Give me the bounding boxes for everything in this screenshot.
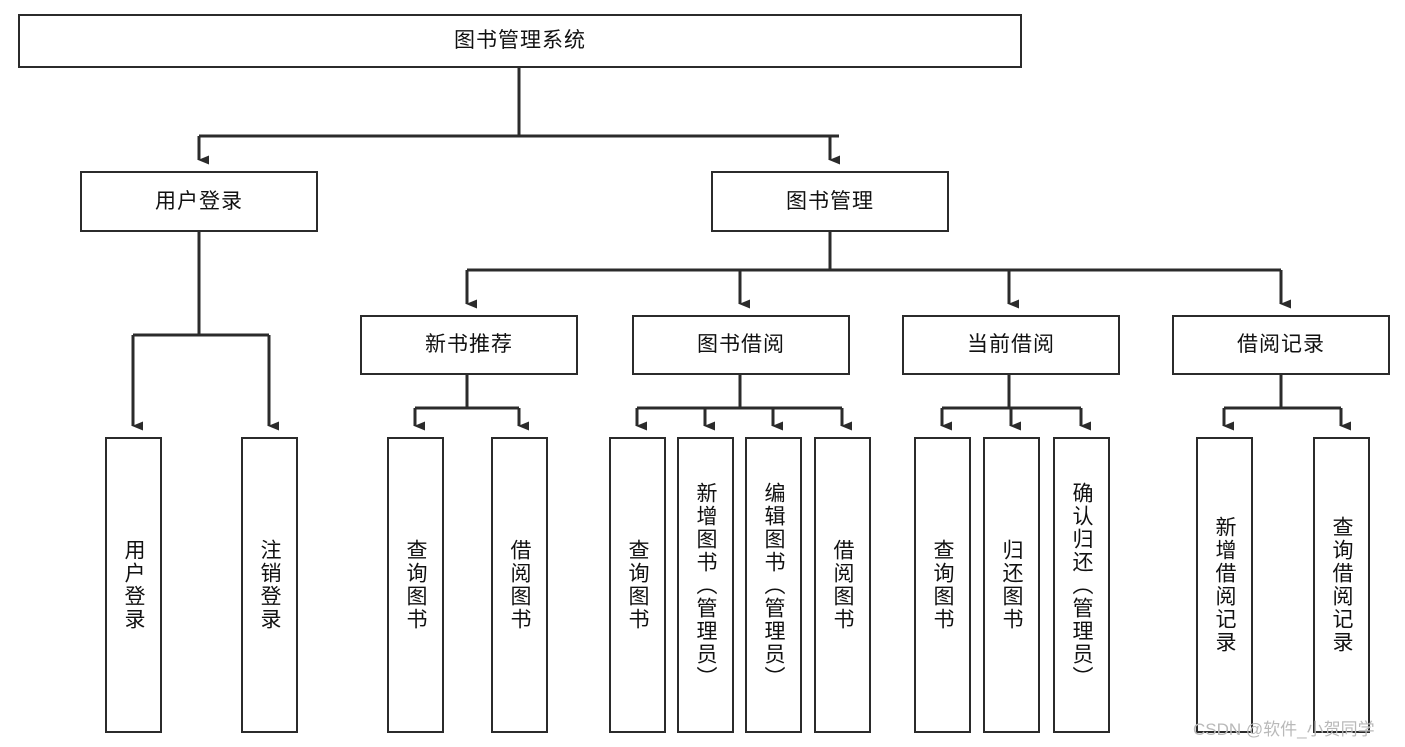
leaf-borrow-query-book[interactable]: 查询图书 xyxy=(609,437,666,733)
leaf-recommend-query-book[interactable]: 查询图书 xyxy=(387,437,444,733)
csdn-watermark: CSDN @软件_小贺同学 xyxy=(1193,720,1375,739)
leaf-user-login-label: 用户登录 xyxy=(122,539,145,631)
leaf-user-logout[interactable]: 注销登录 xyxy=(241,437,298,733)
leaf-borrow-add-book-admin[interactable]: 新增图书（管理员） xyxy=(677,437,734,733)
leaf-record-add-borrow-record[interactable]: 新增借阅记录 xyxy=(1196,437,1253,733)
node-current-borrow[interactable]: 当前借阅 xyxy=(902,315,1120,375)
leaf-recommend-borrow-book-label: 借阅图书 xyxy=(508,539,531,631)
leaf-current-confirm-return-admin-label: 确认归还（管理员） xyxy=(1070,481,1093,689)
leaf-user-logout-label: 注销登录 xyxy=(258,539,281,631)
node-book-borrow-label: 图书借阅 xyxy=(697,333,785,357)
leaf-recommend-borrow-book[interactable]: 借阅图书 xyxy=(491,437,548,733)
node-user-login-label: 用户登录 xyxy=(155,189,243,213)
leaf-record-query-borrow-record-label: 查询借阅记录 xyxy=(1330,516,1353,654)
leaf-user-login[interactable]: 用户登录 xyxy=(105,437,162,733)
node-book-management[interactable]: 图书管理 xyxy=(711,171,949,232)
leaf-current-return-book-label: 归还图书 xyxy=(1000,539,1023,631)
leaf-borrow-borrow-book-label: 借阅图书 xyxy=(831,539,854,631)
leaf-current-query-book[interactable]: 查询图书 xyxy=(914,437,971,733)
node-user-login[interactable]: 用户登录 xyxy=(80,171,318,232)
node-borrow-record-label: 借阅记录 xyxy=(1237,333,1325,357)
leaf-borrow-edit-book-admin[interactable]: 编辑图书（管理员） xyxy=(745,437,802,733)
leaf-borrow-add-book-admin-label: 新增图书（管理员） xyxy=(694,481,717,689)
leaf-current-return-book[interactable]: 归还图书 xyxy=(983,437,1040,733)
node-book-management-label: 图书管理 xyxy=(786,189,874,213)
node-current-borrow-label: 当前借阅 xyxy=(967,333,1055,357)
node-book-borrow[interactable]: 图书借阅 xyxy=(632,315,850,375)
node-borrow-record[interactable]: 借阅记录 xyxy=(1172,315,1390,375)
node-root-label: 图书管理系统 xyxy=(454,29,586,53)
leaf-record-add-borrow-record-label: 新增借阅记录 xyxy=(1213,516,1236,654)
leaf-borrow-edit-book-admin-label: 编辑图书（管理员） xyxy=(762,481,785,689)
node-root[interactable]: 图书管理系统 xyxy=(18,14,1022,68)
leaf-borrow-borrow-book[interactable]: 借阅图书 xyxy=(814,437,871,733)
node-new-book-recommend-label: 新书推荐 xyxy=(425,333,513,357)
leaf-recommend-query-book-label: 查询图书 xyxy=(404,539,427,631)
leaf-current-confirm-return-admin[interactable]: 确认归还（管理员） xyxy=(1053,437,1110,733)
leaf-record-query-borrow-record[interactable]: 查询借阅记录 xyxy=(1313,437,1370,733)
node-new-book-recommend[interactable]: 新书推荐 xyxy=(360,315,578,375)
leaf-current-query-book-label: 查询图书 xyxy=(931,539,954,631)
leaf-borrow-query-book-label: 查询图书 xyxy=(626,539,649,631)
